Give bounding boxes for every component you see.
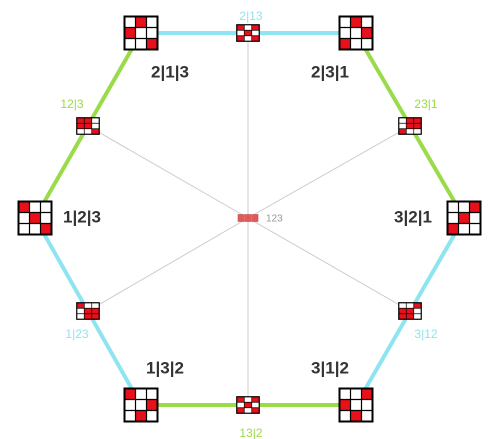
vertex-label: 2|3|1 — [311, 62, 349, 81]
vertex-matrix-3-2-1-cell-filled — [469, 201, 481, 213]
edge-label: 23|1 — [414, 97, 437, 111]
vertex-label: 3|2|1 — [394, 207, 432, 226]
center-label: 123 — [266, 214, 283, 225]
edge-matrix-3-12-cell-filled — [398, 308, 407, 314]
vertex-label: 3|1|2 — [311, 358, 349, 377]
edge-matrix-1-23-cell-filled — [84, 313, 92, 320]
edge-matrix-3-12-cell-filled — [406, 308, 414, 314]
vertex-matrix-2-1-3-cell-filled — [146, 38, 158, 50]
vertex-matrix-1-3-2-cell-filled — [146, 399, 158, 411]
edge-matrix-2-13-cell-filled — [251, 24, 260, 31]
vertex-matrix-1-2-3-cell-filled — [18, 201, 30, 213]
edge-matrix-3-12-cell-filled — [398, 313, 407, 320]
edge-matrix-13-2-cell-filled — [244, 402, 252, 408]
vertex-matrix-2-3-1-cell-filled — [361, 27, 373, 39]
spoke-line — [247, 125, 411, 219]
edge-matrix-13-2-cell-filled — [236, 407, 245, 414]
center-matrix — [237, 214, 259, 222]
edge-label: 2|13 — [239, 9, 262, 23]
edge-matrix-12-3-cell-filled — [76, 123, 85, 129]
edge-matrix-1-23-cell-filled — [91, 313, 100, 320]
edge-matrix-3-12 — [398, 302, 422, 320]
edge-matrix-23-1-cell-filled — [406, 123, 414, 129]
edge-matrix-12-3-cell-filled — [76, 117, 85, 124]
vertex-matrix-1-2-3-cell-filled — [40, 223, 52, 235]
edge-label: 1|23 — [65, 327, 88, 341]
vertex-matrix-1-2-3-cell-filled — [29, 212, 41, 224]
vertex-label: 1|3|2 — [146, 358, 184, 377]
edge-matrix-12-3-cell-filled — [84, 123, 92, 129]
edge-matrix-13-2 — [236, 396, 260, 414]
edge-label: 12|3 — [60, 97, 83, 111]
vertex-matrix-3-1-2-cell-filled — [350, 410, 362, 422]
edge-matrix-13-2-cell-filled — [236, 396, 245, 403]
vertex-matrix-1-3-2-cell-filled — [124, 388, 136, 400]
edge-matrix-2-13-cell-filled — [236, 35, 245, 42]
vertex-matrix-1-3-2-cell-filled — [135, 410, 147, 422]
edge-label: 3|12 — [414, 327, 437, 341]
edge-matrix-23-1-cell-filled — [413, 117, 422, 124]
vertex-matrix-2-3-1 — [338, 15, 374, 51]
edge-matrix-3-12-cell-filled — [413, 302, 422, 309]
vertex-matrix-2-3-1-cell-filled — [350, 16, 362, 28]
edge-matrix-12-3 — [76, 117, 100, 135]
vertex-matrix-3-2-1 — [446, 200, 482, 236]
edge-matrix-1-23-cell-filled — [76, 302, 85, 309]
nodes — [17, 15, 482, 423]
vertex-matrix-3-2-1-cell-filled — [458, 212, 470, 224]
edge-matrix-3-12-cell-filled — [406, 313, 414, 320]
vertex-label: 1|2|3 — [63, 207, 101, 226]
vertex-matrix-3-2-1-cell-filled — [447, 223, 459, 235]
edge-matrix-2-13-cell-filled — [244, 30, 252, 36]
vertex-matrix-3-1-2 — [338, 387, 374, 423]
vertex-label: 2|1|3 — [151, 62, 189, 81]
edge-matrix-12-3-cell-filled — [91, 128, 100, 135]
labels: 1|2|3 2|1|3 2|3|1 3|2|1 3|1|2 1|3|2 12|3 2|13 23… — [60, 9, 437, 439]
vertex-matrix-2-1-3-cell-filled — [135, 16, 147, 28]
edge-matrix-23-1-cell-filled — [413, 123, 422, 129]
edge-matrix-2-13 — [236, 24, 260, 42]
edge-matrix-1-23-cell-filled — [91, 308, 100, 314]
vertex-matrix-3-1-2-cell-filled — [339, 399, 351, 411]
spoke-line — [87, 125, 249, 219]
vertex-matrix-2-1-3 — [123, 15, 159, 51]
spoke-line — [247, 217, 411, 312]
edge-matrix-13-2-cell-filled — [251, 396, 260, 403]
vertex-matrix-1-2-3 — [17, 200, 53, 236]
edge-matrix-1-23-cell-filled — [84, 308, 92, 314]
edge-matrix-23-1-cell-filled — [406, 117, 414, 124]
edge-matrix-23-1 — [398, 117, 422, 135]
vertex-matrix-1-3-2 — [123, 387, 159, 423]
edge-matrix-13-2-cell-filled — [251, 407, 260, 414]
spokes — [87, 33, 411, 405]
edge-matrix-2-13-cell-filled — [236, 24, 245, 31]
vertex-matrix-2-1-3-cell-filled — [124, 27, 136, 39]
vertex-matrix-2-3-1-cell-filled — [339, 38, 351, 50]
vertex-matrix-3-1-2-cell-filled — [361, 388, 373, 400]
edge-matrix-12-3-cell-filled — [84, 117, 92, 124]
edge-matrix-1-23 — [76, 302, 100, 320]
spoke-line — [87, 217, 249, 312]
edge-label: 13|2 — [239, 426, 262, 439]
edge-matrix-2-13-cell-filled — [251, 35, 260, 42]
edge-matrix-23-1-cell-filled — [398, 128, 407, 135]
